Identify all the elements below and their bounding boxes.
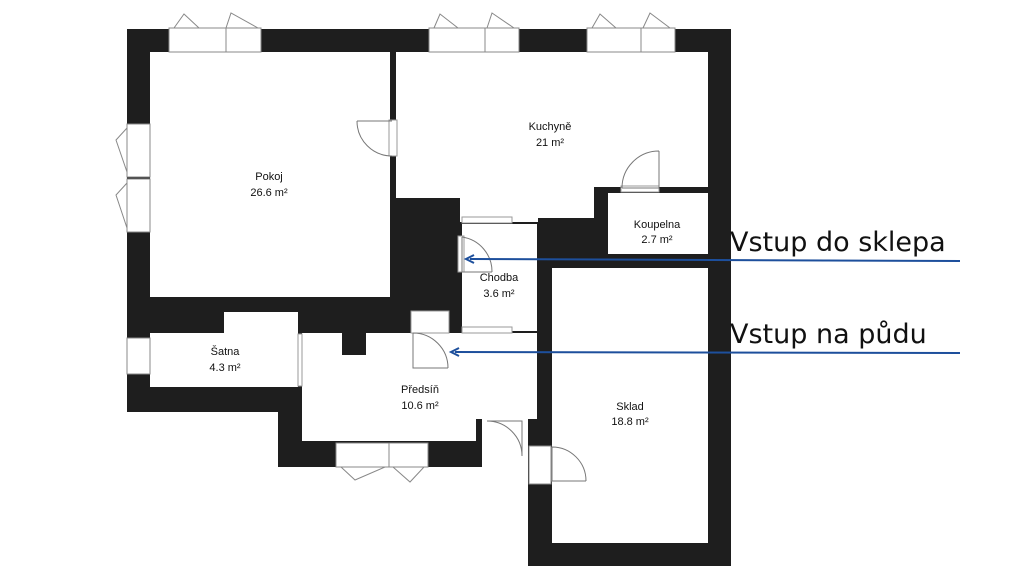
door-opening-kuchyne-koupelna [620,185,660,193]
openings [297,119,660,387]
wall-stub-predsin [410,310,450,334]
area-pokoj: 26.6 m² [250,187,288,199]
door-predsin [412,332,449,369]
window-satna [126,337,151,375]
door-opening-satna [297,333,303,387]
door-opening-chodba-side [457,235,465,273]
window-top-1 [168,27,262,53]
floor-koupelna [608,193,708,254]
label-satna: Šatna [211,345,241,358]
label-predsin: Předsíň [401,384,439,396]
area-kuchyne: 21 m² [536,137,564,149]
annotation-arrows [448,254,961,357]
arrow-line-puda [454,351,961,354]
door-chodba [461,236,493,273]
door-opening-chodba-top [461,216,513,224]
arrow-head-puda [448,347,460,357]
annotation-sklep: Vstup do sklepa [730,227,946,258]
window-top-3 [586,27,676,53]
label-kuchyne: Kuchyně [529,121,572,133]
door-opening-pokoj [388,119,398,157]
window-left-2 [126,178,151,233]
room-labels: Pokoj 26.6 m² Kuchyně 21 m² Koupelna 2.7… [209,121,681,428]
window-sklad [528,445,552,485]
door-koupelna [621,150,660,189]
area-chodba: 3.6 m² [483,288,515,300]
label-pokoj: Pokoj [255,171,283,183]
floor-chodba [462,224,537,331]
door-opening-chodba-bottom [461,326,513,334]
floor-predsin [302,333,537,441]
floor-sklad [552,268,708,543]
area-koupelna: 2.7 m² [641,234,673,246]
area-satna: 4.3 m² [209,362,241,374]
window-left-1 [126,123,151,178]
annotation-puda: Vstup na půdu [730,319,927,350]
area-predsin: 10.6 m² [401,400,439,412]
label-koupelna: Koupelna [634,219,681,231]
room-floors [150,52,708,543]
floor-kuchyne [396,52,708,222]
window-bottom [335,442,429,468]
area-sklad: 18.8 m² [611,416,649,428]
windows [115,12,676,485]
window-top-2 [428,27,520,53]
arrow-line-sklep [469,258,961,262]
floor-satna [150,312,298,387]
label-chodba: Chodba [480,272,519,284]
doors [356,120,660,482]
door-pokoj [356,120,393,157]
door-sklad [551,446,587,482]
label-sklad: Sklad [616,401,644,413]
floor-pokoj [150,52,390,297]
arrow-head-sklep [463,254,475,264]
door-entrance [486,420,523,457]
